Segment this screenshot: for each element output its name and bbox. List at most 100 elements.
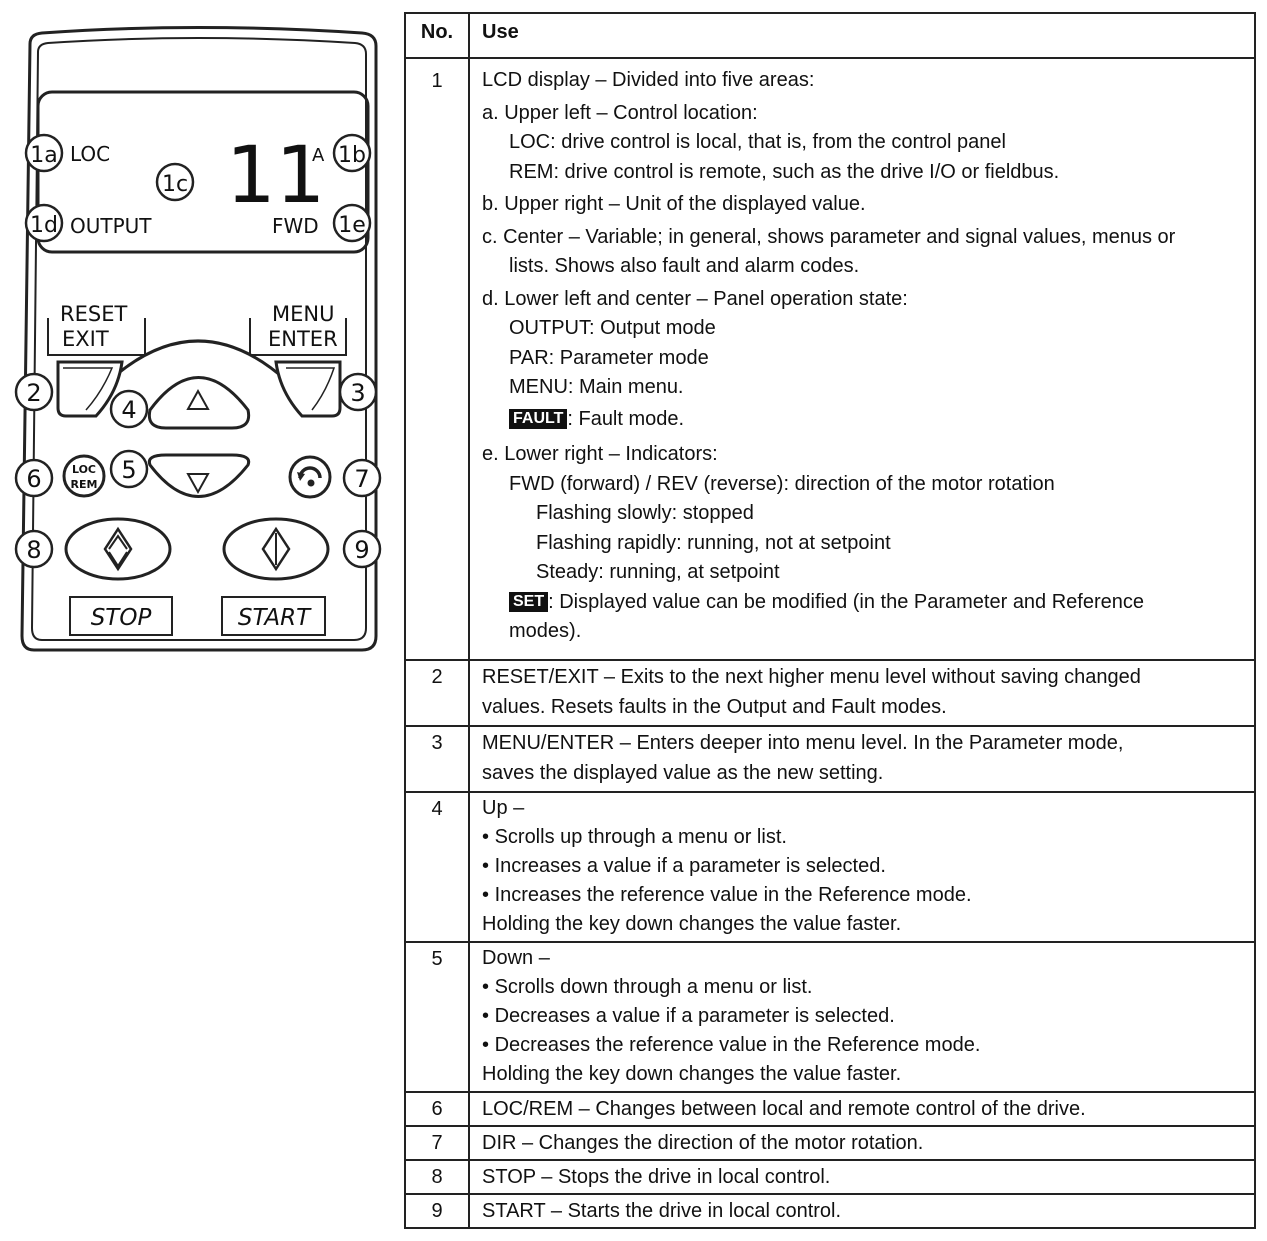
row8-line: STOP – Stops the drive in local control. [482,1166,831,1188]
stop-icon [103,526,133,572]
row-number: 5 [404,941,470,1093]
row-use: RESET/EXIT – Exits to the next higher me… [468,659,1256,727]
callout-6: 6 [14,458,54,498]
row1-a-loc: LOC: drive control is local, that is, fr… [509,131,1006,153]
row4-bullet: Scrolls up through a menu or list. [482,823,1244,852]
svg-text:LOC: LOC [72,463,96,476]
start-icon [261,526,291,572]
row9-line: START – Starts the drive in local contro… [482,1200,842,1222]
row-number: 3 [404,725,470,793]
row1-d-par: PAR: Parameter mode [509,346,709,369]
up-arrow-icon [186,388,210,410]
table-row: 4 Up – Scrolls up through a menu or list… [404,791,1256,943]
row1-d-title: d. Lower left and center – Panel operati… [482,287,908,310]
control-panel-illustration: LOC 11 A OUTPUT FWD 1a 1b 1c 1d 1e RESET… [0,0,400,680]
table-row: 7 DIR – Changes the direction of the mot… [404,1125,1256,1161]
loc-rem-key[interactable]: LOC REM [62,454,106,498]
menu-enter-bracket [249,318,347,356]
row1-e-modes: modes). [509,620,582,642]
menu-label: MENU [272,302,334,326]
svg-text:2: 2 [26,379,41,407]
header-use: Use [468,12,1256,59]
panel-body [20,26,378,652]
row5-note: Holding the key down changes the value f… [482,1063,902,1085]
row1-e-steady: Steady: running, at setpoint [536,561,780,583]
down-key[interactable] [147,453,251,498]
row-use: STOP – Stops the drive in local control. [468,1159,1256,1195]
callout-3: 3 [338,372,378,412]
row3-line2: saves the displayed value as the new set… [482,762,884,784]
stop-label: STOP [91,605,152,631]
menu-enter-key[interactable] [274,360,342,418]
lcd-output-text: OUTPUT [70,214,152,238]
lcd-loc-text: LOC [70,142,110,166]
row1-c2: lists. Shows also fault and alarm codes. [509,255,860,277]
table-row: 1 LCD display – Divided into five areas:… [404,57,1256,661]
table-row: 5 Down – Scrolls down through a menu or … [404,941,1256,1093]
callout-1d: 1d [24,203,64,243]
reset-exit-bracket [47,318,146,356]
row1-e-slow: Flashing slowly: stopped [536,502,754,524]
row-use: LOC/REM – Changes between local and remo… [468,1091,1256,1127]
row-number: 8 [404,1159,470,1195]
svg-text:1e: 1e [338,213,366,238]
callout-1a: 1a [24,133,64,173]
row4-title: Up – [482,797,525,819]
row-use: START – Starts the drive in local contro… [468,1193,1256,1229]
stop-label-box [69,596,173,636]
exit-label: EXIT [62,327,109,351]
row5-bullet: Decreases the reference value in the Ref… [482,1031,1244,1060]
row-number: 7 [404,1125,470,1161]
row-number: 6 [404,1091,470,1127]
start-key[interactable] [222,517,330,581]
reset-exit-key[interactable] [56,360,124,418]
row-number: 1 [404,57,470,661]
row5-bullet: Scrolls down through a menu or list. [482,973,1244,1002]
start-label: START [238,605,312,631]
enter-label: ENTER [268,327,338,351]
table-row: 8 STOP – Stops the drive in local contro… [404,1159,1256,1195]
svg-text:8: 8 [26,536,41,564]
svg-text:1b: 1b [338,143,366,168]
row-number: 2 [404,659,470,727]
lcd-unit-text: A [312,145,325,166]
svg-text:4: 4 [121,396,136,424]
callout-9: 9 [342,529,382,569]
table-row: 9 START – Starts the drive in local cont… [404,1193,1256,1229]
row1-d-menu: MENU: Main menu. [509,376,684,398]
callout-1b: 1b [332,133,372,173]
row-number: 4 [404,791,470,943]
set-indicator-box: SET [509,591,549,612]
row1-e-set: SET: Displayed value can be modified (in… [482,588,1244,618]
table-row: 2 RESET/EXIT – Exits to the next higher … [404,659,1256,727]
up-key[interactable] [147,376,251,430]
row1-a-title: a. Upper left – Control location: [482,101,758,124]
row5-bullet: Decreases a value if a parameter is sele… [482,1002,1244,1031]
svg-text:3: 3 [350,379,365,407]
use-table: No. Use 1 LCD display – Divided into fiv… [404,12,1256,1229]
svg-text:1c: 1c [162,172,188,197]
row-number: 9 [404,1193,470,1229]
dir-key[interactable] [288,455,332,499]
row7-line: DIR – Changes the direction of the motor… [482,1132,924,1154]
row4-bullet: Increases the reference value in the Ref… [482,881,1244,910]
svg-text:9: 9 [354,536,369,564]
lcd-screen [36,90,370,254]
svg-text:6: 6 [26,465,41,493]
fault-indicator-box: FAULT [509,408,568,429]
row6-line: LOC/REM – Changes between local and remo… [482,1098,1086,1120]
down-arrow-icon [186,473,210,495]
callout-1e: 1e [332,203,372,243]
panel-body-inner [30,37,367,641]
svg-text:7: 7 [354,465,369,493]
row-use: MENU/ENTER – Enters deeper into menu lev… [468,725,1256,793]
row-use: Up – Scrolls up through a menu or list. … [468,791,1256,943]
table-row: 3 MENU/ENTER – Enters deeper into menu l… [404,725,1256,793]
table-header-row: No. Use [404,12,1256,59]
nav-arc [106,339,290,384]
start-label-box [221,596,326,636]
row3-line1: MENU/ENTER – Enters deeper into menu lev… [482,732,1124,754]
stop-key[interactable] [64,517,172,581]
row5-title: Down – [482,947,550,969]
row1-e-rapid: Flashing rapidly: running, not at setpoi… [536,531,891,554]
